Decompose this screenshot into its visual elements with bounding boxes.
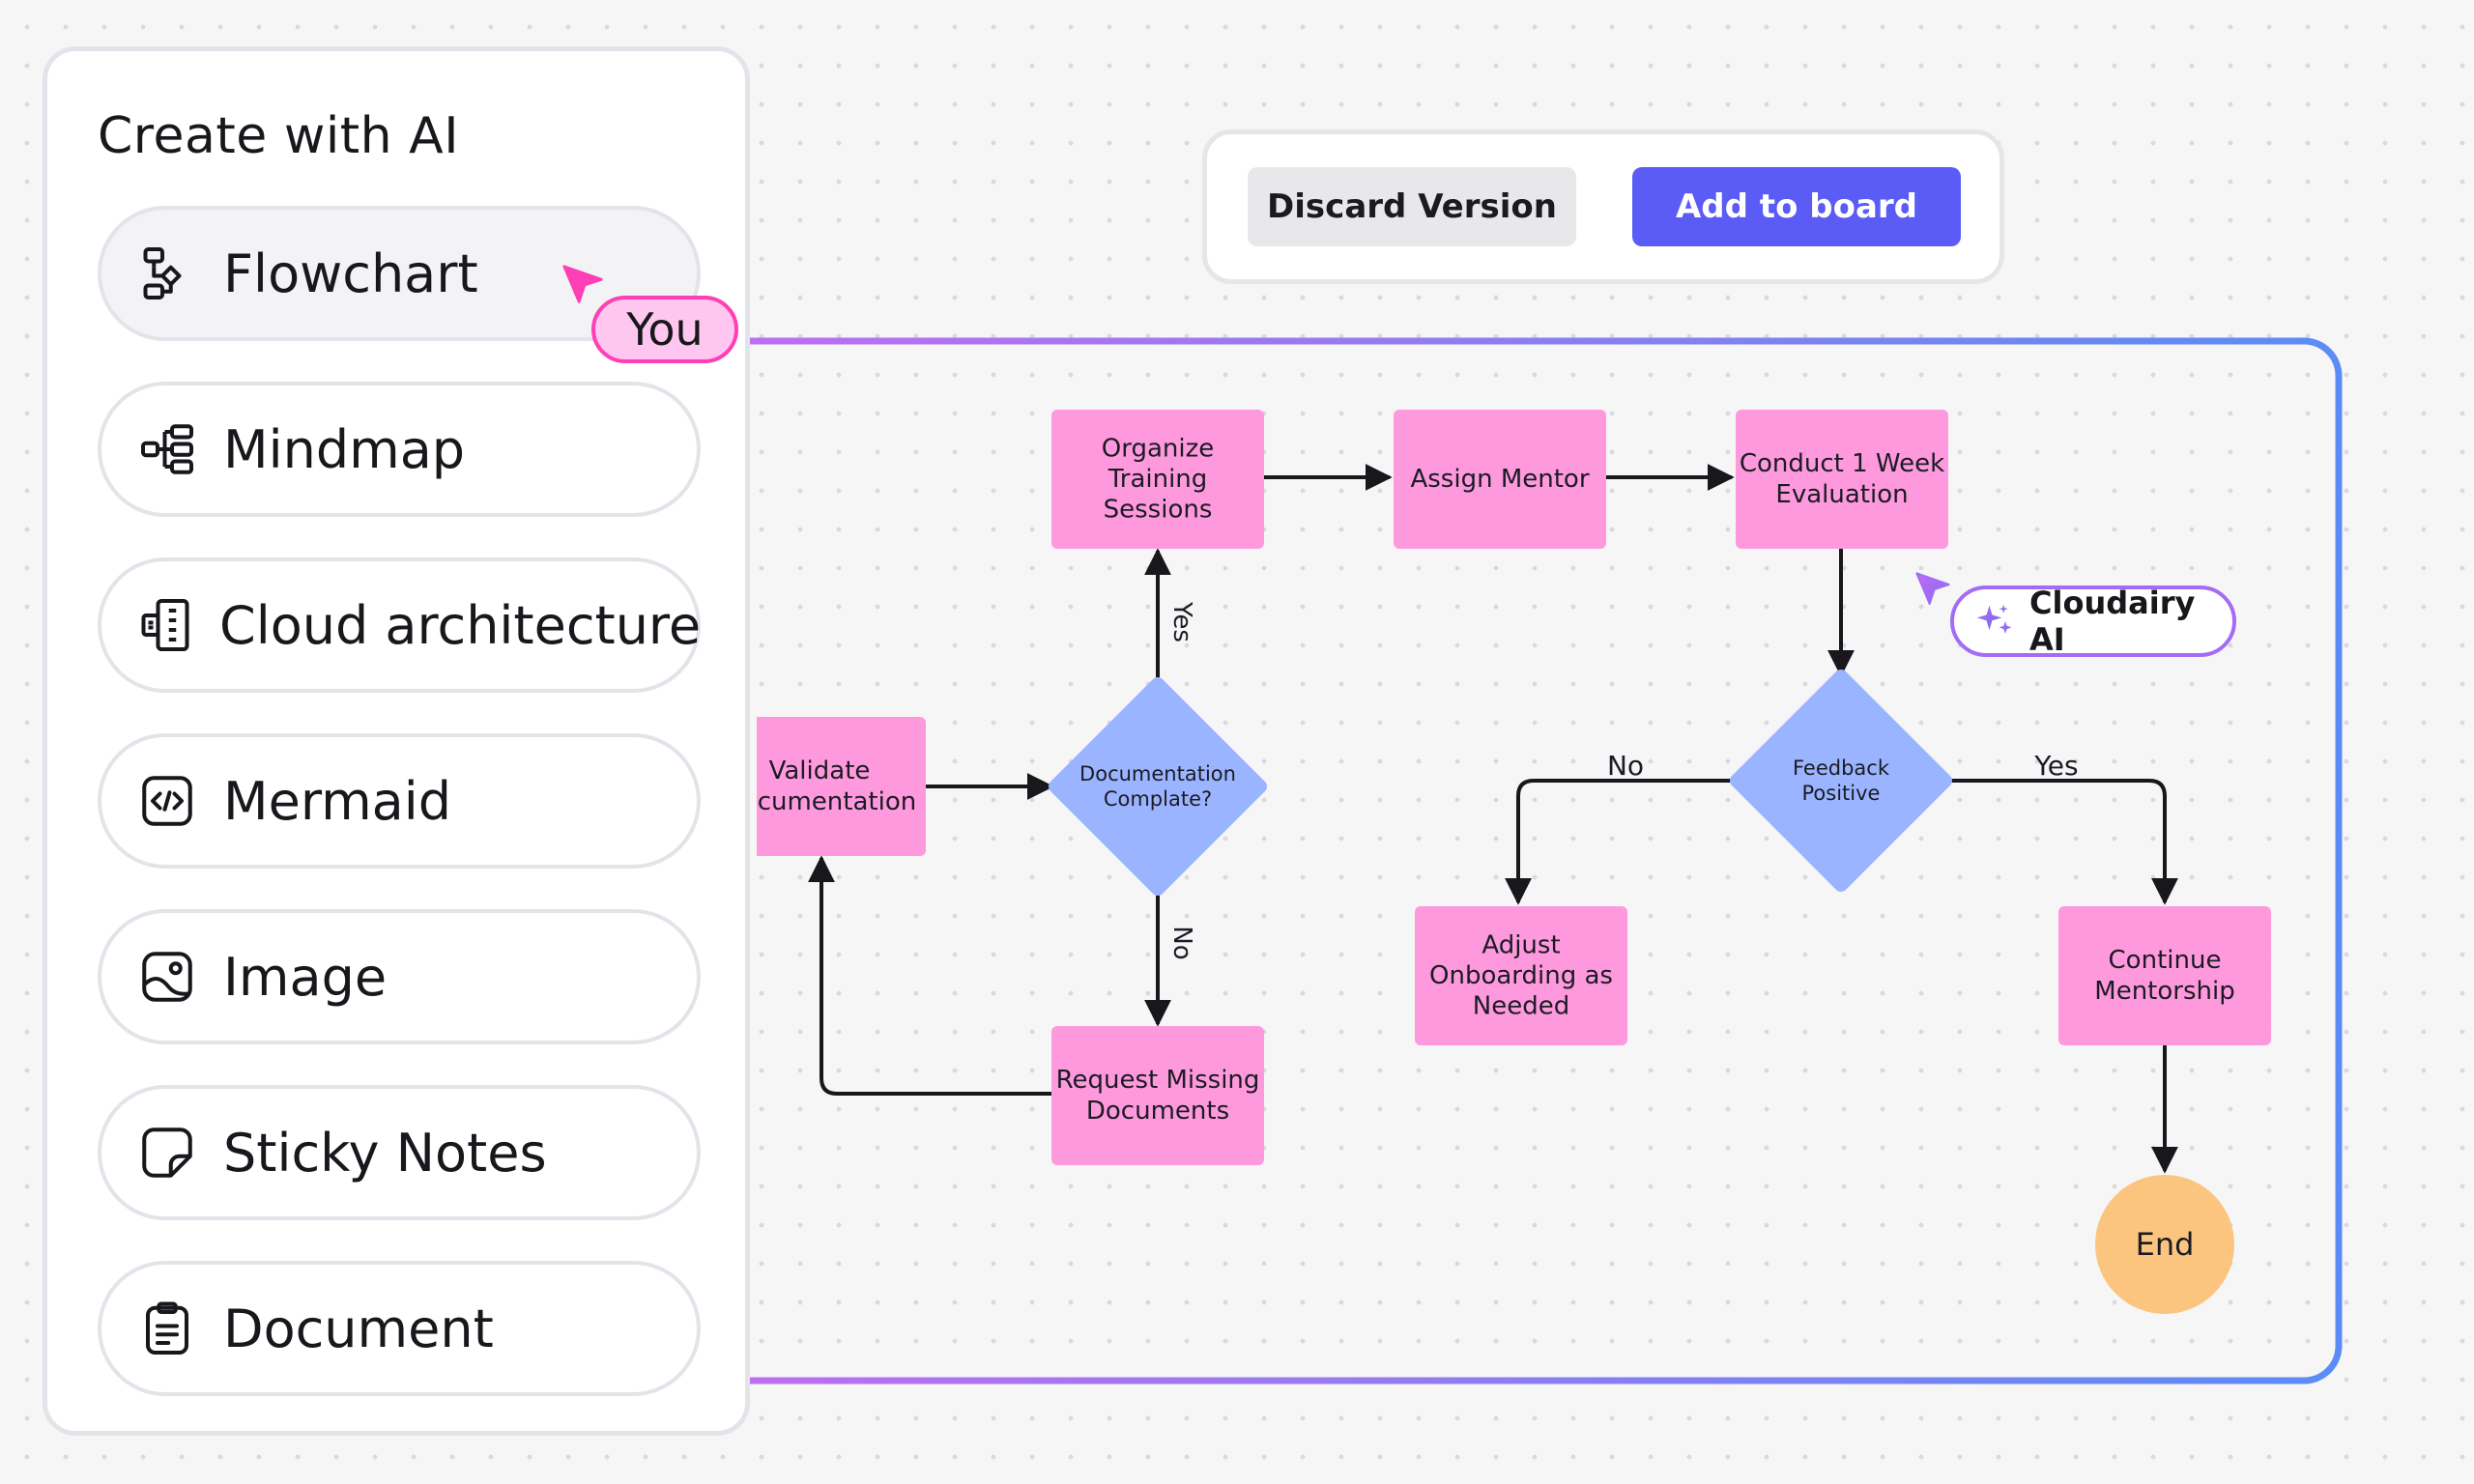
edge-feedback-no-adjust [1505,779,1737,905]
discard-version-button[interactable]: Discard Version [1248,167,1576,246]
node-label: Documentation [1079,762,1236,785]
node-label: Training [1108,465,1208,494]
node-shape [1730,670,1952,892]
node-label: Needed [1473,992,1569,1021]
node-label: Documents [1086,1097,1229,1126]
cloudairy-ai-badge: Cloudairy AI [1950,585,2236,658]
option-label: Cloud architecture [219,594,702,656]
add-to-board-button[interactable]: Add to board [1632,167,1961,246]
option-label: Flowchart [223,243,478,304]
flowchart-icon [136,243,198,304]
option-cloud-architecture[interactable]: Cloud architecture [98,557,701,693]
node-label: Adjust [1482,930,1560,959]
node-shape [1051,410,1264,549]
node-shape [1736,410,1948,549]
code-icon [136,770,198,832]
edge-feedback-yes-continue [1945,779,2178,905]
node-shape [2095,1175,2234,1314]
edge-label-no-left: No [1607,750,1644,782]
option-label: Sticky Notes [223,1122,547,1184]
node-label: Conduct 1 Week [1740,449,1944,478]
edge-label-yes: Yes [1167,601,1196,642]
node-shape [1049,677,1267,896]
option-mindmap[interactable]: Mindmap [98,382,701,517]
node-shape [1051,1026,1264,1165]
user-cursor-icon [561,263,605,311]
option-sticky-notes[interactable]: Sticky Notes [98,1085,701,1220]
edge-label-yes-right: Yes [2033,750,2078,782]
option-label: Mermaid [223,770,452,832]
option-mermaid[interactable]: Mermaid [98,733,701,869]
node-shape [757,717,926,856]
node-label: Documentation [723,787,916,816]
node-label: Organize [1102,434,1214,463]
node-label: Positive [1802,782,1881,805]
node-assign-mentor[interactable]: Assign Mentor [1394,410,1606,549]
option-label: Mindmap [223,418,466,480]
create-with-ai-panel: Create with AI Flowchart Mindmap [43,46,750,1436]
sticky-note-icon [136,1122,198,1184]
option-document[interactable]: Document [98,1261,701,1396]
sparkle-icon [1973,600,2016,642]
user-cursor-label: You [591,296,738,363]
option-image[interactable]: Image [98,909,701,1044]
node-label: Complate? [1104,787,1212,811]
node-label: Validate [769,756,871,785]
cloudairy-ai-label: Cloudairy AI [2029,585,2196,658]
edge-request-to-validate [808,855,1051,1096]
node-end[interactable]: End [2095,1175,2234,1314]
node-shape [1394,410,1606,549]
document-icon [136,1298,198,1359]
node-label: End [2136,1226,2195,1263]
edge-label-no: No [1167,926,1196,959]
node-label: Request Missing [1056,1066,1260,1095]
node-label: Continue [2109,946,2222,975]
node-label: Assign Mentor [1410,465,1589,494]
node-label: Evaluation [1775,480,1908,509]
option-label: Document [223,1298,494,1359]
node-shape [1415,906,1627,1045]
node-label: Onboarding as [1429,961,1613,990]
node-shape [2058,906,2271,1045]
node-label: Sessions [1104,496,1213,525]
node-label: Mentorship [2094,977,2234,1006]
version-action-bar: Discard Version Add to board [1202,129,2004,284]
mindmap-icon [136,418,198,480]
node-label: Feedback [1793,756,1890,780]
cloud-architecture-icon [136,594,194,656]
ai-cursor-icon [1913,570,1952,613]
option-label: Image [223,946,388,1008]
image-icon [136,946,198,1008]
panel-title: Create with AI [98,107,460,165]
